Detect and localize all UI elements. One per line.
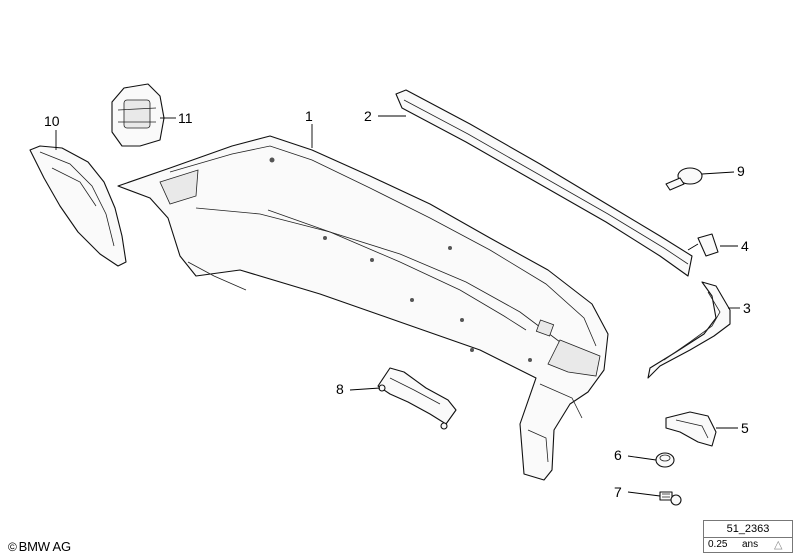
copyright-text: BMW AG	[18, 539, 71, 554]
callout-3: 3	[743, 300, 751, 316]
callout-6: 6	[614, 447, 622, 463]
reference-unit: ans	[742, 539, 759, 550]
copyright-symbol: ©	[8, 540, 17, 554]
callout-9: 9	[737, 163, 745, 179]
callout-11: 11	[178, 110, 193, 126]
part-6-grommet	[655, 452, 675, 468]
callout-7: 7	[614, 484, 622, 500]
part-1-bumper	[117, 135, 609, 481]
part-3-side-trim	[647, 281, 731, 379]
triangle-icon: △	[774, 539, 783, 551]
reference-box: 51_2363 0.25 ans △	[703, 520, 793, 553]
copyright-notice: ©BMW AG	[8, 539, 71, 554]
callout-8: 8	[336, 381, 344, 397]
callout-5: 5	[741, 420, 749, 436]
part-10-wheel-arch-trim	[29, 145, 127, 267]
part-5-bracket	[665, 411, 717, 447]
callout-10: 10	[44, 113, 60, 129]
reference-code: 51_2363	[703, 520, 793, 537]
reference-scale: 0.25 ans △	[703, 537, 793, 553]
part-11-bracket	[111, 83, 165, 147]
part-7-screw	[659, 491, 682, 506]
part-4-clip	[687, 233, 719, 257]
callout-1: 1	[305, 108, 313, 124]
part-9-cap	[665, 167, 703, 191]
callout-4: 4	[741, 238, 749, 254]
reference-value: 0.25	[708, 539, 728, 550]
part-2-trim-strip	[395, 89, 693, 277]
part-8-bracket-strip	[377, 367, 457, 430]
callout-2: 2	[364, 108, 372, 124]
leader-lines	[55, 115, 740, 497]
